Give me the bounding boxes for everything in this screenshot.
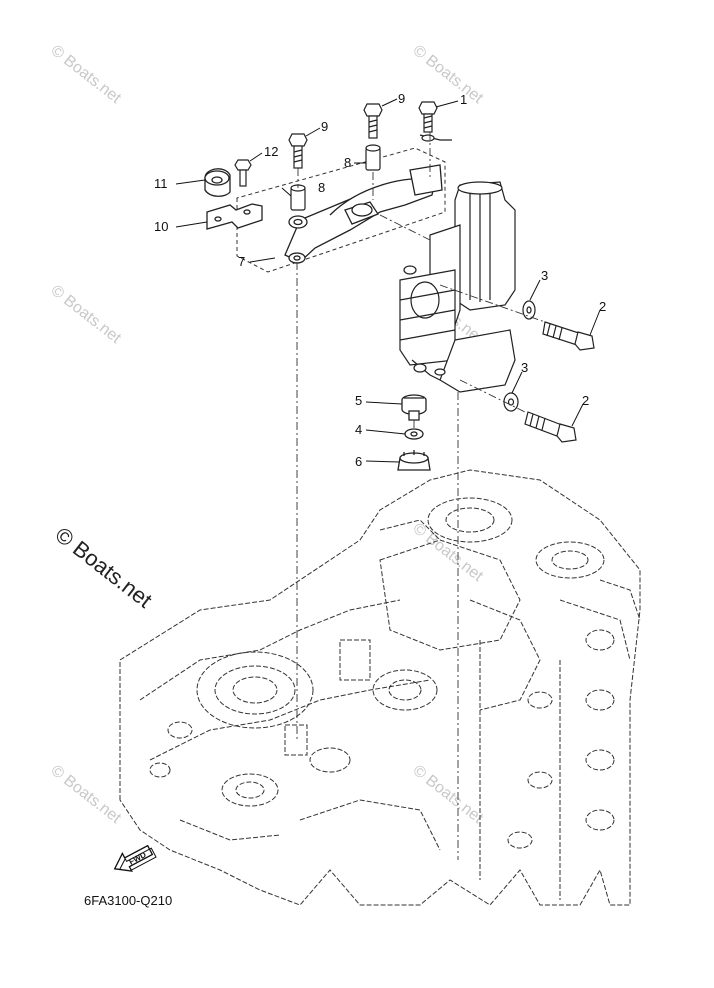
callout-label: 3	[521, 360, 528, 375]
callout-label: 2	[599, 299, 606, 314]
holder-11	[204, 168, 231, 197]
callout-label: 1	[460, 92, 467, 107]
callout-label: 2	[582, 393, 589, 408]
plate-10	[206, 203, 263, 230]
callout-label: 6	[355, 454, 362, 469]
callout-label: 3	[541, 268, 548, 283]
washer-4	[404, 428, 424, 440]
callout-label: 9	[321, 119, 328, 134]
reference-lines	[296, 132, 546, 860]
callout-label: 7	[238, 254, 245, 269]
starter-motor	[399, 181, 516, 393]
part-5	[401, 394, 427, 421]
callout-label: 5	[355, 393, 362, 408]
bolt-12	[234, 159, 252, 187]
callout-label: 12	[264, 144, 278, 159]
bracket-assembly-box	[236, 147, 446, 273]
callout-label: 10	[154, 219, 168, 234]
callout-label: 8	[344, 155, 351, 170]
callout-label: 8	[318, 180, 325, 195]
starter-bracket	[284, 164, 443, 264]
collar	[290, 144, 381, 211]
callout-label: 11	[154, 176, 168, 191]
leader-lines	[175, 98, 601, 463]
engine-block	[119, 469, 641, 906]
diagram-code: 6FA3100-Q210	[84, 893, 173, 908]
callout-label: 9	[398, 91, 405, 106]
cap-6	[397, 450, 431, 471]
callout-label: 4	[355, 422, 362, 437]
bolt-1	[418, 101, 452, 142]
fwd-arrow-icon: FWD	[113, 844, 157, 872]
bolt	[288, 103, 383, 169]
bolt-2	[524, 321, 595, 443]
